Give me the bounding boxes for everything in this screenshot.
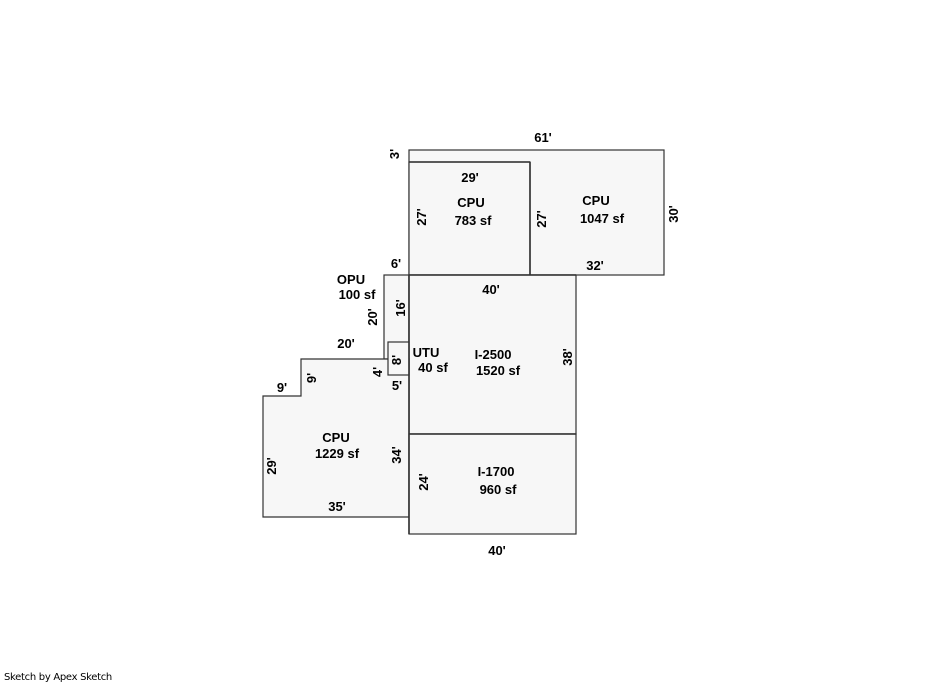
dim-cpu-side-27: 27' bbox=[414, 208, 429, 226]
opu-code: OPU bbox=[337, 272, 365, 287]
cpu-top-left-area bbox=[408, 161, 531, 276]
utu-code: UTU bbox=[413, 345, 440, 360]
cpu-left-code: CPU bbox=[322, 430, 349, 445]
dim-opu-side-16: 16' bbox=[393, 299, 408, 317]
dim-cpu-left-bottom-35: 35' bbox=[328, 499, 346, 514]
i2500-size: 1520 sf bbox=[476, 363, 521, 378]
i2500-area bbox=[408, 274, 577, 435]
cpu-top-right-code: CPU bbox=[582, 193, 609, 208]
dim-opu-side-20: 20' bbox=[365, 308, 380, 326]
dim-utu-side-8: 8' bbox=[389, 355, 404, 365]
i1700-area bbox=[408, 433, 577, 535]
dim-utu-bottom-4: 4' bbox=[370, 367, 385, 377]
opu-size: 100 sf bbox=[339, 287, 377, 302]
dim-cpu-left-side-29: 29' bbox=[264, 457, 279, 475]
dim-step-9-horizontal: 9' bbox=[277, 380, 287, 395]
dim-left-3: 3' bbox=[387, 149, 402, 159]
i2500-code: I-2500 bbox=[475, 347, 512, 362]
cpu-top-right-size: 1047 sf bbox=[580, 211, 625, 226]
cpu-top-left-size: 783 sf bbox=[455, 213, 493, 228]
footer-credit: Sketch by Apex Sketch bbox=[4, 672, 112, 683]
dim-cpu-mid-27: 27' bbox=[534, 210, 549, 228]
dim-top-61: 61' bbox=[534, 130, 552, 145]
dim-i2500-side-38: 38' bbox=[560, 348, 575, 366]
i1700-size: 960 sf bbox=[480, 482, 518, 497]
dim-cpu-left-top-20: 20' bbox=[337, 336, 355, 351]
dim-bottom-40: 40' bbox=[488, 543, 506, 558]
dim-cpu-side-30: 30' bbox=[666, 205, 681, 223]
dim-opu-top-6: 6' bbox=[391, 256, 401, 271]
dim-cpu-top-29: 29' bbox=[461, 170, 479, 185]
utu-size: 40 sf bbox=[418, 360, 448, 375]
dim-utu-5: 5' bbox=[392, 378, 402, 393]
dim-i2500-top-40: 40' bbox=[482, 282, 500, 297]
cpu-left-size: 1229 sf bbox=[315, 446, 360, 461]
dim-i1700-side-24: 24' bbox=[416, 473, 431, 491]
i1700-code: I-1700 bbox=[478, 464, 515, 479]
dim-cpu-bottom-32: 32' bbox=[586, 258, 604, 273]
dim-cpu-left-side-34: 34' bbox=[389, 446, 404, 464]
dim-step-9-vertical: 9' bbox=[304, 373, 319, 383]
cpu-top-left-code: CPU bbox=[457, 195, 484, 210]
